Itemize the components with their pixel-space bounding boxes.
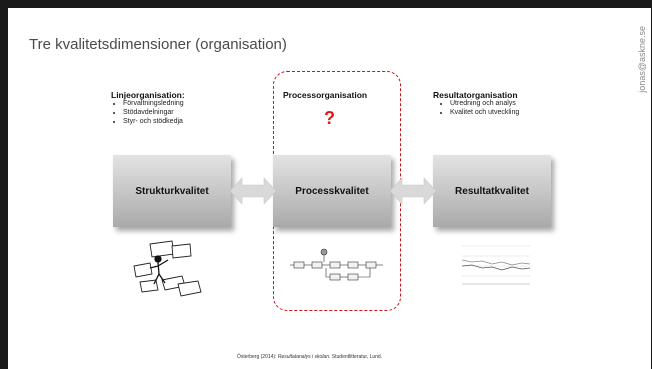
line-chart-thumbnail-icon [461,245,531,285]
list-item: Styr- och stödkedja [123,117,184,126]
citation-title: Resultatanalys i skolan [277,354,329,360]
heading-linjeorganisation: Linjeorganisation: [111,90,185,100]
box-strukturkvalitet: Strukturkvalitet [113,155,231,227]
double-arrow-icon [390,177,436,205]
resultat-list: Utredning och analys Kvalitet och utveck… [438,99,519,117]
process-flow-icon [290,248,383,281]
list-item: Stödavdelningar [123,108,184,117]
double-arrow-icon [230,177,276,205]
citation: Österberg (2014): Resultatanalys i skola… [237,354,382,360]
citation-author: Österberg (2014): [237,354,278,360]
question-mark: ? [324,108,335,128]
heading-resultatorganisation: Resultatorganisation [433,90,518,100]
slide: Tre kvalitetsdimensioner (organisation) … [8,8,651,369]
author-email: jonas@askne.se [637,26,647,93]
box-processkvalitet: Processkvalitet [273,155,391,227]
stick-figure-papers-icon [133,240,202,297]
list-item: Förvaltningsledning [123,99,184,108]
heading-processorganisation: Processorganisation [283,90,368,100]
linje-list: Förvaltningsledning Stödavdelningar Styr… [111,99,184,126]
box-resultatkvalitet: Resultatkvalitet [433,155,551,227]
list-item: Utredning och analys [450,99,519,108]
slide-title: Tre kvalitetsdimensioner (organisation) [29,36,287,53]
citation-publisher: . Studentlitteratur, Lund. [329,354,383,360]
list-item: Kvalitet och utveckling [450,108,519,117]
